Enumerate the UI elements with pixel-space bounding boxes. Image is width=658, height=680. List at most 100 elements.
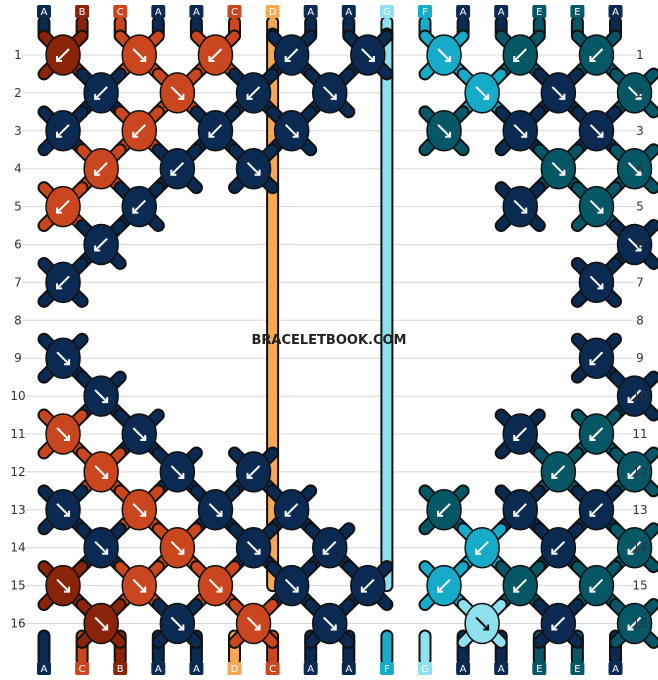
arrow-icon (56, 48, 70, 62)
arrow-icon (284, 503, 299, 517)
row-label-left: 15 (10, 579, 25, 593)
string-label-bottom: A (612, 664, 619, 675)
knot (121, 110, 157, 152)
string-label-top: A (498, 7, 505, 18)
arrow-head-icon (56, 207, 63, 214)
knot (83, 147, 119, 190)
arrow-head-icon (551, 624, 558, 631)
arrow-icon (475, 86, 489, 100)
row-label-right: 2 (636, 86, 644, 100)
knot (464, 602, 500, 645)
arrow-head-icon (551, 472, 558, 479)
string-swatch (189, 662, 204, 675)
string-label-bottom: E (574, 664, 580, 675)
arrow-icon (132, 578, 146, 593)
arrow-icon (323, 540, 337, 555)
arrow-icon (132, 124, 146, 138)
arrow-head-icon (64, 359, 71, 366)
arrow-head-icon (140, 56, 147, 62)
arrow-icon (437, 124, 451, 138)
arrow-icon (589, 199, 604, 214)
knot (45, 413, 81, 455)
knot (121, 489, 157, 531)
arrow-head-icon (551, 548, 558, 555)
string-swatch (494, 5, 509, 18)
arrow-head-icon (521, 131, 528, 138)
arrow-icon (513, 124, 527, 138)
string-swatch (456, 662, 471, 675)
string-swatch (75, 5, 90, 18)
arrow-icon (56, 351, 70, 365)
arrow-icon (437, 48, 451, 62)
knot (502, 185, 538, 228)
string-label-top: C (117, 7, 124, 18)
arrow-head-icon (178, 93, 185, 100)
arrow-icon (437, 578, 451, 593)
row-label-right: 3 (636, 124, 644, 138)
arrow-icon (627, 540, 642, 555)
row-label-right: 7 (636, 275, 644, 289)
arrow-head-icon (597, 207, 604, 214)
knot (121, 413, 157, 455)
arrow-head-icon (437, 510, 444, 517)
string-swatch (113, 5, 128, 18)
knot (83, 223, 119, 266)
knot (159, 72, 196, 114)
row-label-right: 13 (632, 503, 647, 517)
arrow-head-icon (292, 131, 299, 138)
arrow-head-icon (102, 397, 109, 404)
string-swatch (456, 5, 471, 18)
arrow-head-icon (292, 586, 299, 593)
arrow-icon (170, 465, 185, 479)
arrow-head-icon (208, 56, 215, 62)
string-label-top: F (422, 7, 428, 18)
arrow-icon (132, 199, 146, 214)
knot (426, 564, 462, 607)
arrow-head-icon (589, 435, 596, 441)
knot (578, 185, 615, 228)
arrow-head-icon (589, 510, 596, 517)
arrow-icon (437, 503, 451, 517)
arrow-icon (170, 540, 185, 555)
arrow-icon (56, 578, 70, 593)
row-label-right: 15 (632, 579, 647, 593)
arrow-icon (246, 465, 261, 479)
arrow-icon (132, 427, 146, 441)
string-swatch (303, 662, 318, 675)
knot (45, 489, 81, 531)
string-label-bottom: A (498, 664, 505, 675)
arrow-icon (361, 578, 375, 593)
arrow-icon (246, 86, 261, 100)
knot (235, 526, 272, 569)
string-label-bottom: A (193, 664, 200, 675)
arrow-head-icon (94, 169, 101, 176)
string-label-top: A (155, 7, 162, 18)
knot (616, 602, 653, 645)
row-label-left: 11 (10, 427, 25, 441)
row-label-right: 8 (636, 313, 644, 327)
knot (197, 34, 234, 76)
arrow-head-icon (246, 93, 253, 100)
arrow-head-icon (140, 435, 147, 441)
knot (83, 526, 119, 569)
knot (502, 413, 538, 455)
arrow-head-icon (597, 283, 604, 290)
arrow-icon (94, 389, 108, 403)
arrow-icon (94, 465, 108, 479)
knot (426, 489, 462, 531)
knot (540, 602, 577, 645)
knot (121, 185, 157, 228)
arrow-head-icon (589, 359, 596, 366)
arrow-head-icon (445, 56, 452, 62)
string-label-top: A (612, 7, 619, 18)
row-label-right: 1 (636, 48, 644, 62)
string-label-top: C (231, 7, 238, 18)
knot (426, 110, 462, 152)
arrow-head-icon (254, 548, 261, 555)
knot (350, 564, 386, 607)
row-label-right: 9 (636, 351, 644, 365)
arrow-head-icon (216, 586, 223, 593)
